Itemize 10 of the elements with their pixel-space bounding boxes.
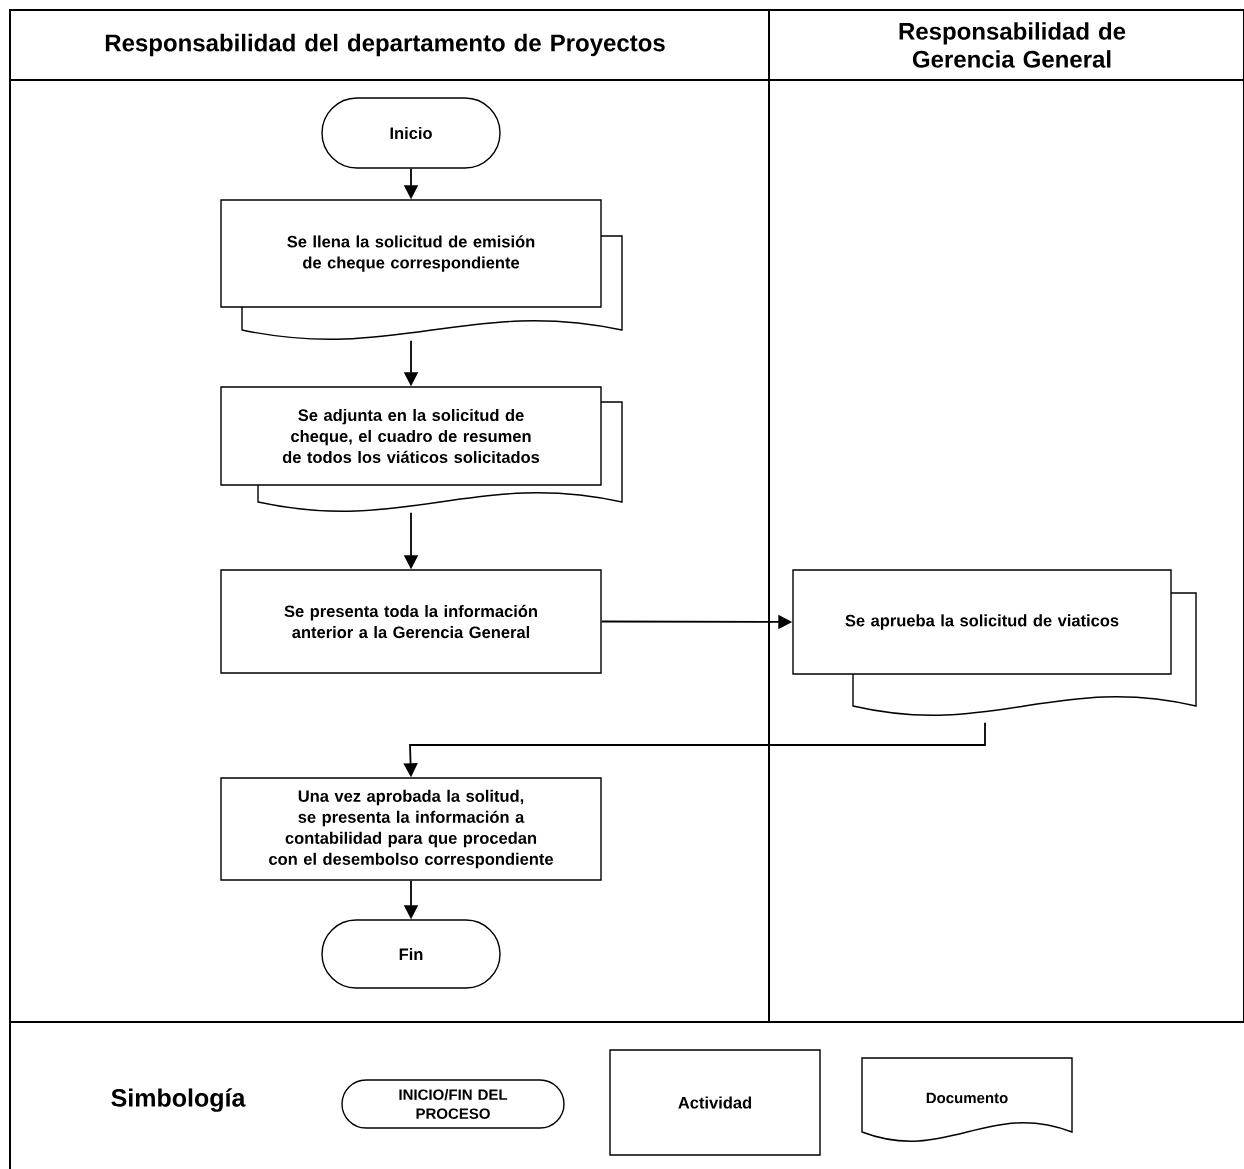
document-box: Se aprueba la solicitud de viaticos [792,569,1197,716]
process-box: Una vez aprobada la solitud, se presenta la información a contabilidad para que procedan con el desembolso correspondiente [220,777,602,881]
process-box: Actividad [609,1049,821,1156]
document-box: Se llena la solicitud de emisión de cheque correspondiente [220,199,623,340]
document-box: Se adjunta en la solicitud de cheque, el cuadro de resumen de todos los viáticos solicitados [220,386,623,512]
terminator: Fin [321,919,501,989]
process-box: Se presenta toda la información anterior a la Gerencia General [220,569,602,674]
legend-title: Simbología [111,1088,246,1112]
terminator: INICIO/FIN DEL PROCESO [341,1079,565,1129]
terminator: Inicio [321,97,501,169]
